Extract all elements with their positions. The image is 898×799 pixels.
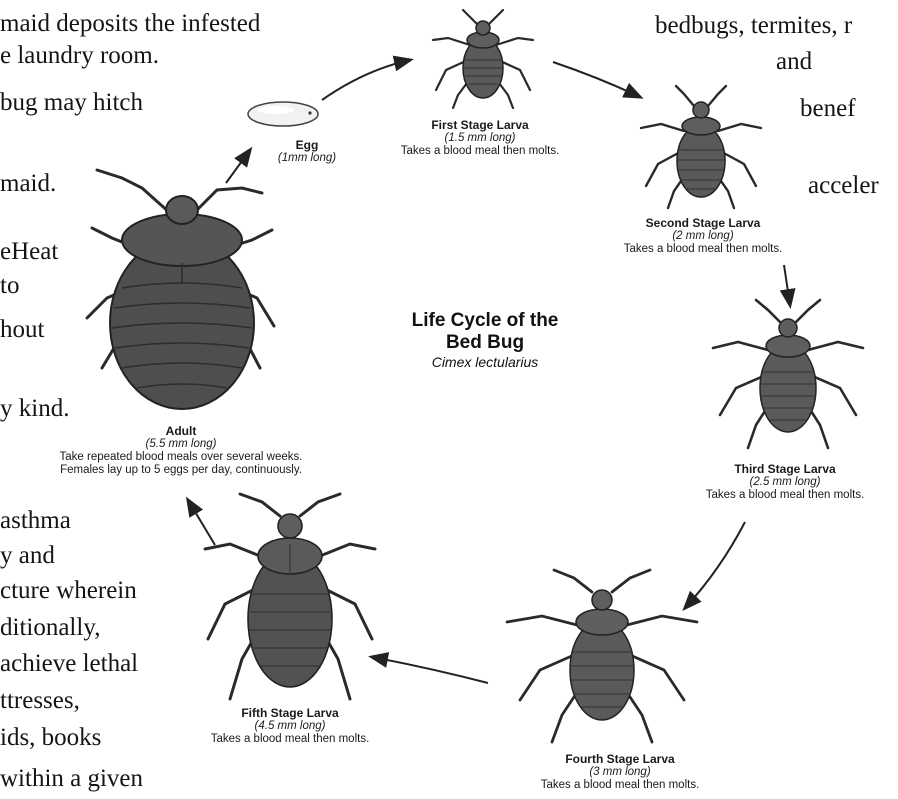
stage-name: Egg — [262, 138, 352, 152]
first-stage-larva-illustration — [428, 10, 538, 110]
stage-description-2: Females lay up to 5 eggs per day, contin… — [0, 464, 362, 477]
stage-label-third: Third Stage Larva (2.5 mm long) Takes a … — [675, 462, 895, 502]
stage-name: Third Stage Larva — [675, 462, 895, 476]
stage-name: Fourth Stage Larva — [510, 752, 730, 766]
stage-label-fourth: Fourth Stage Larva (3 mm long) Takes a b… — [510, 752, 730, 792]
stage-label-first: First Stage Larva (1.5 mm long) Takes a … — [355, 118, 605, 158]
stage-description: Takes a blood meal then molts. — [180, 733, 400, 746]
fifth-stage-larva-illustration — [200, 494, 380, 704]
stage-size: (1mm long) — [262, 152, 352, 165]
arrow-egg-to-first — [322, 60, 410, 100]
stage-description: Takes a blood meal then molts. — [578, 243, 828, 256]
stage-name: Adult — [0, 424, 362, 438]
stage-size: (2.5 mm long) — [675, 476, 895, 489]
egg-illustration — [246, 99, 322, 129]
stage-size: (5.5 mm long) — [0, 438, 362, 451]
stage-name: Fifth Stage Larva — [180, 706, 400, 720]
stage-description: Takes a blood meal then molts. — [355, 145, 605, 158]
scientific-name: Cimex lectularius — [380, 354, 590, 371]
stage-label-second: Second Stage Larva (2 mm long) Takes a b… — [578, 216, 828, 256]
arrow-fourth-to-fifth — [372, 657, 488, 683]
stage-label-egg: Egg (1mm long) — [262, 138, 352, 165]
diagram-title-block: Life Cycle of the Bed Bug Cimex lectular… — [380, 310, 590, 371]
stage-name: First Stage Larva — [355, 118, 605, 132]
stage-label-adult: Adult (5.5 mm long) Take repeated blood … — [0, 424, 362, 477]
arrow-second-to-third — [784, 265, 790, 305]
stage-label-fifth: Fifth Stage Larva (4.5 mm long) Takes a … — [180, 706, 400, 746]
stage-size: (2 mm long) — [578, 230, 828, 243]
third-stage-larva-illustration — [708, 300, 868, 450]
stage-name: Second Stage Larva — [578, 216, 828, 230]
stage-description: Take repeated blood meals over several w… — [0, 451, 362, 464]
stage-size: (4.5 mm long) — [180, 720, 400, 733]
second-stage-larva-illustration — [636, 86, 766, 211]
arrow-first-to-second — [553, 62, 640, 97]
diagram-title: Life Cycle of the — [380, 310, 590, 332]
diagram-title-subject: Bed Bug — [380, 332, 590, 354]
stage-description: Takes a blood meal then molts. — [510, 779, 730, 792]
stage-size: (1.5 mm long) — [355, 132, 605, 145]
stage-size: (3 mm long) — [510, 766, 730, 779]
adult-bedbug-illustration — [82, 168, 282, 418]
fourth-stage-larva-illustration — [502, 570, 702, 745]
stage-description: Takes a blood meal then molts. — [675, 489, 895, 502]
